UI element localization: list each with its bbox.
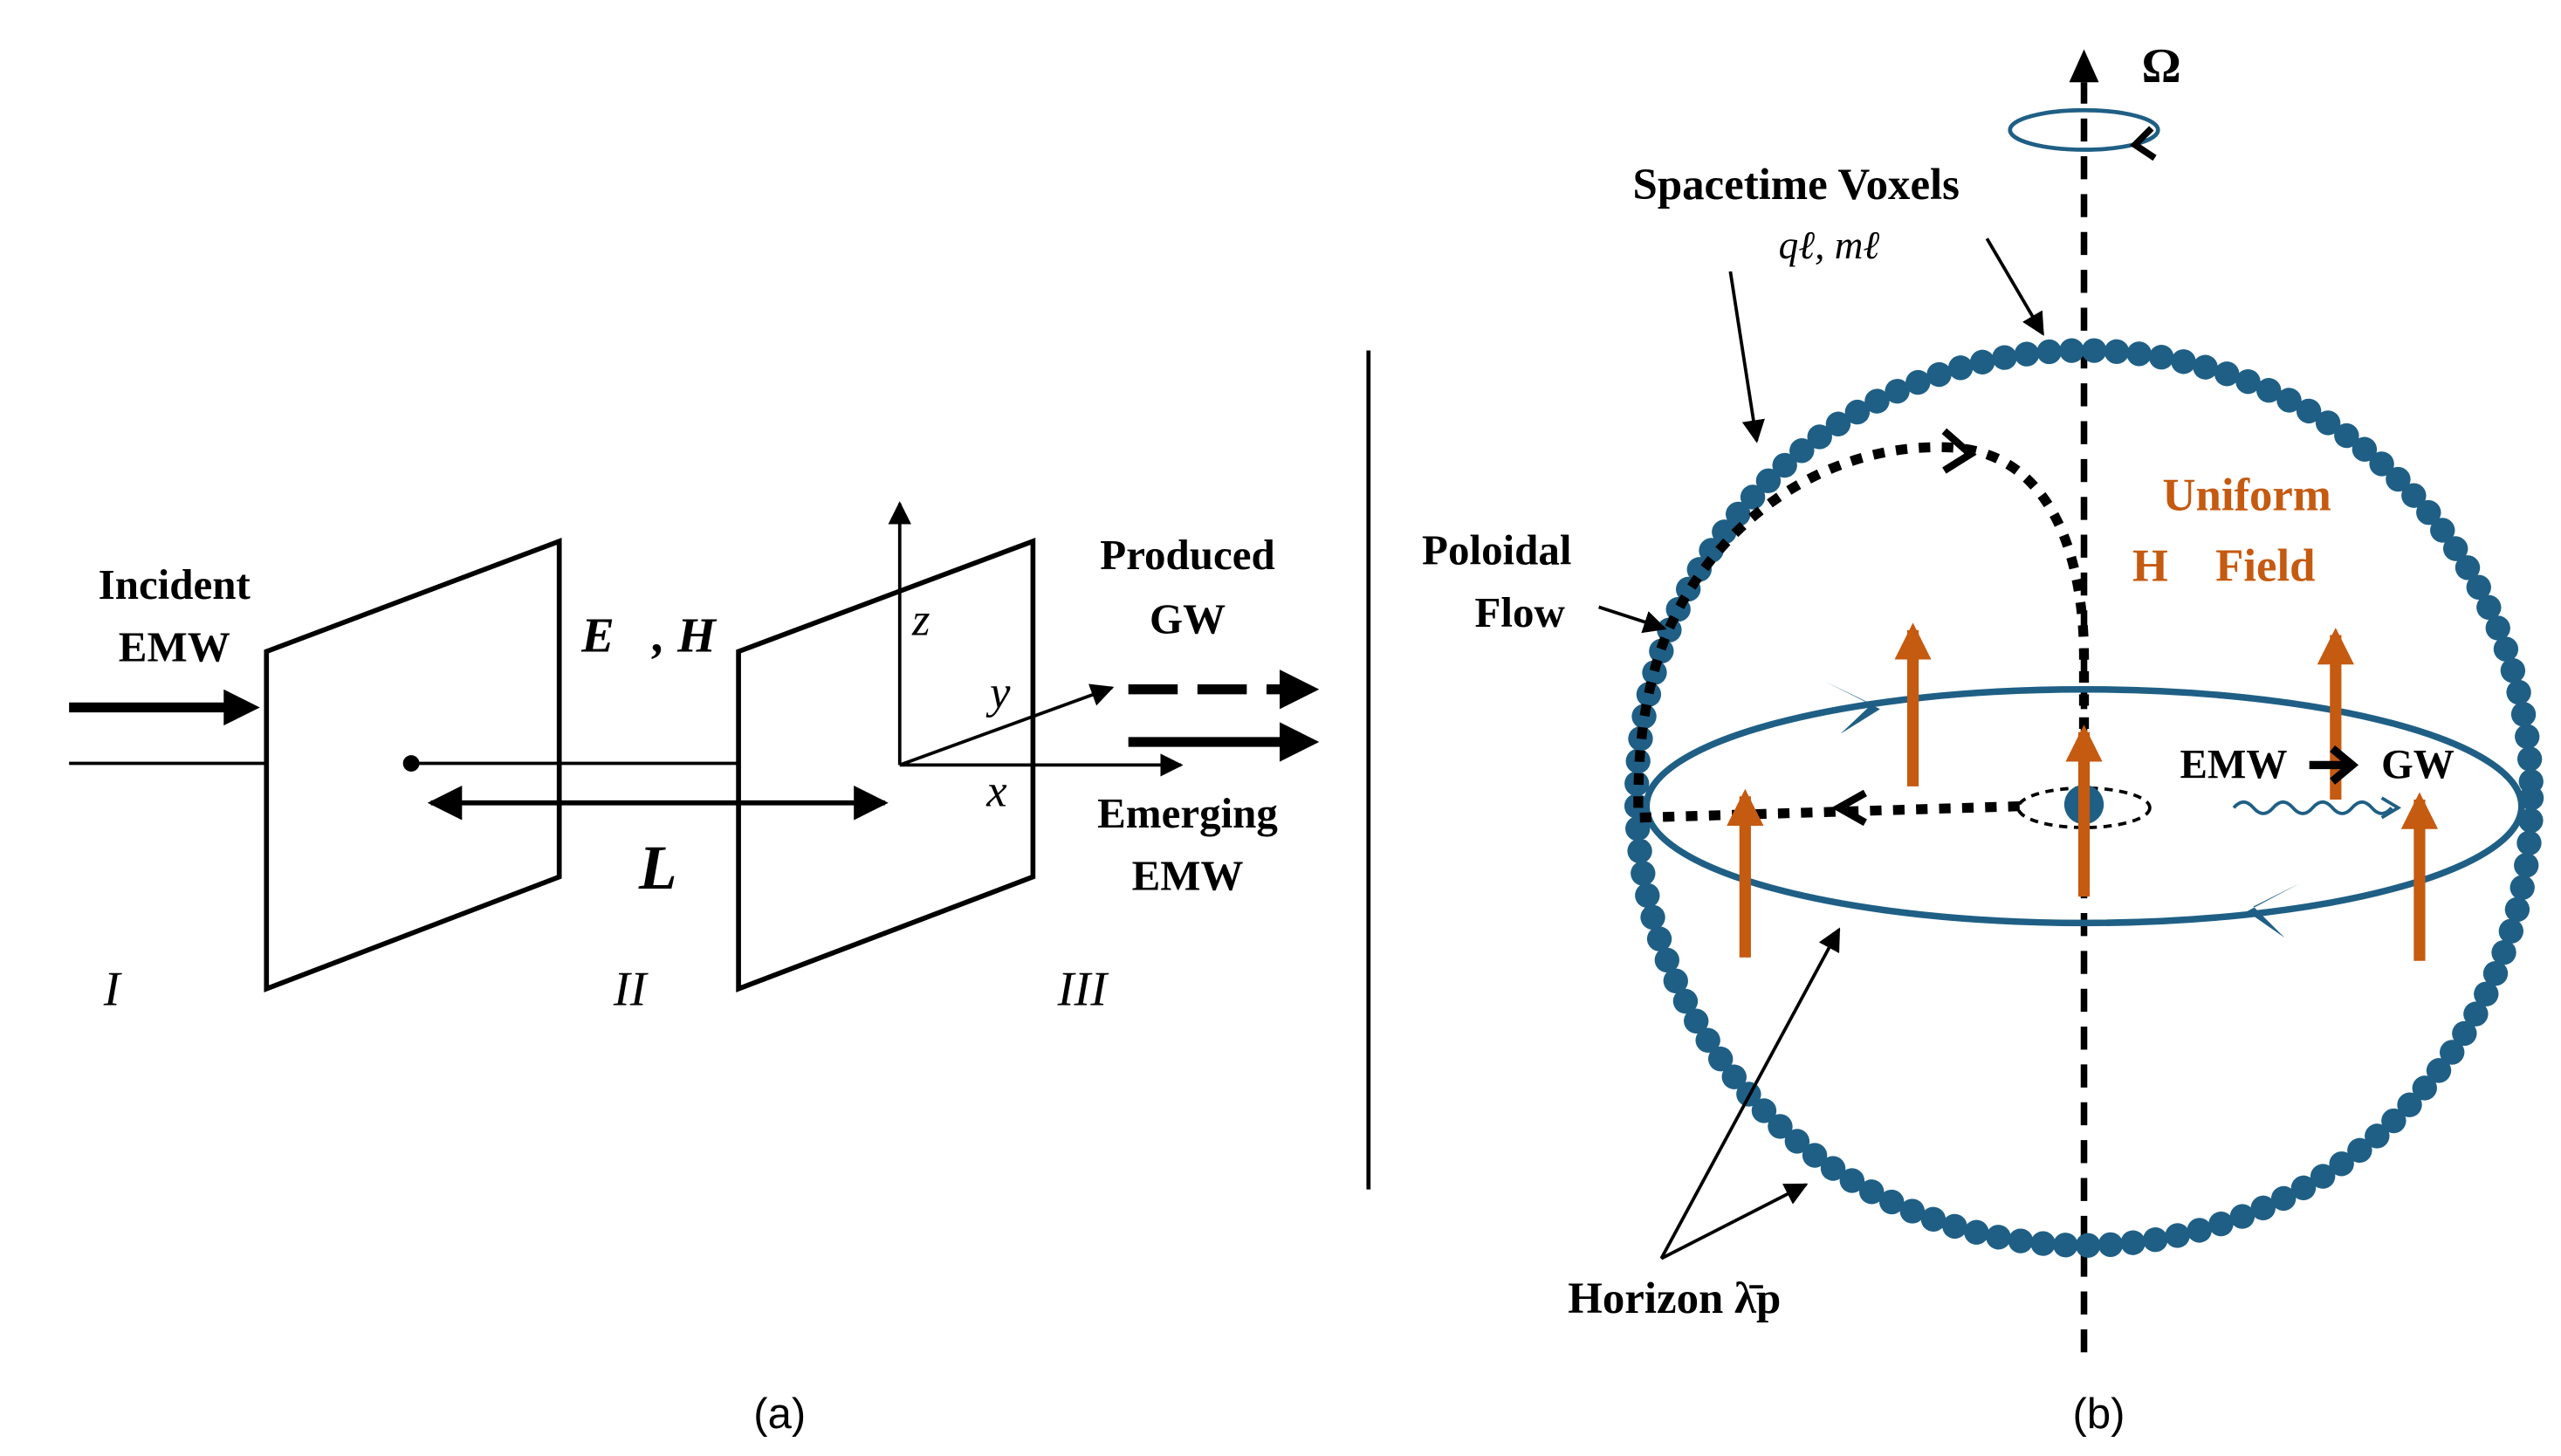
poloidal-label-line1: Poloidal bbox=[1422, 525, 1571, 573]
produced-gw-arrowhead bbox=[1280, 670, 1320, 710]
omega-label: Ω bbox=[2141, 39, 2180, 93]
emerging-emw-arrowhead bbox=[1280, 722, 1320, 762]
uniform-label-line1: Uniform bbox=[2162, 470, 2331, 520]
incident-beam-arrowhead bbox=[223, 689, 260, 726]
equator-flow-arrow-top bbox=[1823, 681, 1880, 734]
caption-a: (a) bbox=[753, 1391, 806, 1438]
region-3-label: III bbox=[1057, 963, 1110, 1017]
wavy-wave-arrowhead bbox=[2380, 796, 2402, 820]
voxels-title: Spacetime Voxels bbox=[1633, 161, 1960, 209]
poloidal-pointer bbox=[1598, 605, 1667, 634]
emw-label: EMW bbox=[2180, 742, 2288, 787]
y-axis-arrow bbox=[899, 683, 1115, 767]
voxels-pointer-left bbox=[1728, 271, 1765, 443]
y-axis-label: y bbox=[985, 667, 1011, 718]
region-2-label: II bbox=[613, 963, 649, 1017]
poloidal-flow-path bbox=[1633, 442, 2090, 823]
right-plate bbox=[736, 538, 1036, 992]
incident-label-line2: EMW bbox=[119, 623, 230, 671]
fields-label: E⃗, H⃗ bbox=[580, 608, 754, 663]
length-label: L bbox=[638, 834, 677, 903]
central-dashed-ring bbox=[2016, 786, 2152, 829]
wavy-wave-arrow bbox=[2232, 800, 2393, 815]
horizon-label: Horizon λ̄p bbox=[1568, 1274, 1781, 1323]
emerging-label-line1: Emerging bbox=[1097, 789, 1278, 837]
produced-label-line1: Produced bbox=[1100, 531, 1274, 579]
horizon-pointer-sphere bbox=[1660, 1183, 1809, 1260]
voxels-pointer-right bbox=[1985, 237, 2045, 336]
x-axis-label: x bbox=[985, 766, 1007, 817]
horizon-pointer-ring bbox=[1659, 927, 1841, 1260]
poloidal-flow-arrow-top bbox=[1941, 428, 1977, 474]
incident-label-line1: Incident bbox=[99, 560, 251, 608]
produced-label-line2: GW bbox=[1150, 595, 1226, 643]
rotation-axis-arrowhead bbox=[2069, 49, 2099, 83]
caption-b: (b) bbox=[2073, 1391, 2125, 1438]
spin-arrowhead-icon bbox=[2130, 126, 2157, 161]
uniform-label-line2: H⃗ Field bbox=[2132, 540, 2316, 591]
region-1-label: I bbox=[103, 963, 123, 1017]
panel-a: Incident EMW E⃗, H⃗ Produced GW Emerging… bbox=[69, 501, 1320, 1438]
left-plate bbox=[264, 537, 562, 992]
equator-flow-arrow-bottom bbox=[2247, 883, 2300, 938]
gw-label: GW bbox=[2381, 742, 2455, 787]
spin-ellipse bbox=[2008, 107, 2160, 152]
poloidal-label-line2: Flow bbox=[1474, 588, 1565, 636]
conversion-arrow-icon bbox=[2309, 745, 2359, 785]
panel-b: Ω EMW GW Spacetime Voxels qℓ, mℓ Uniform bbox=[1422, 39, 2544, 1438]
poloidal-flow-arrow-mid bbox=[1831, 789, 1867, 827]
z-axis-label: z bbox=[911, 595, 930, 646]
voxels-subtitle: qℓ, mℓ bbox=[1779, 223, 1880, 267]
equator-ring bbox=[1643, 685, 2525, 927]
emerging-label-line2: EMW bbox=[1132, 852, 1244, 900]
